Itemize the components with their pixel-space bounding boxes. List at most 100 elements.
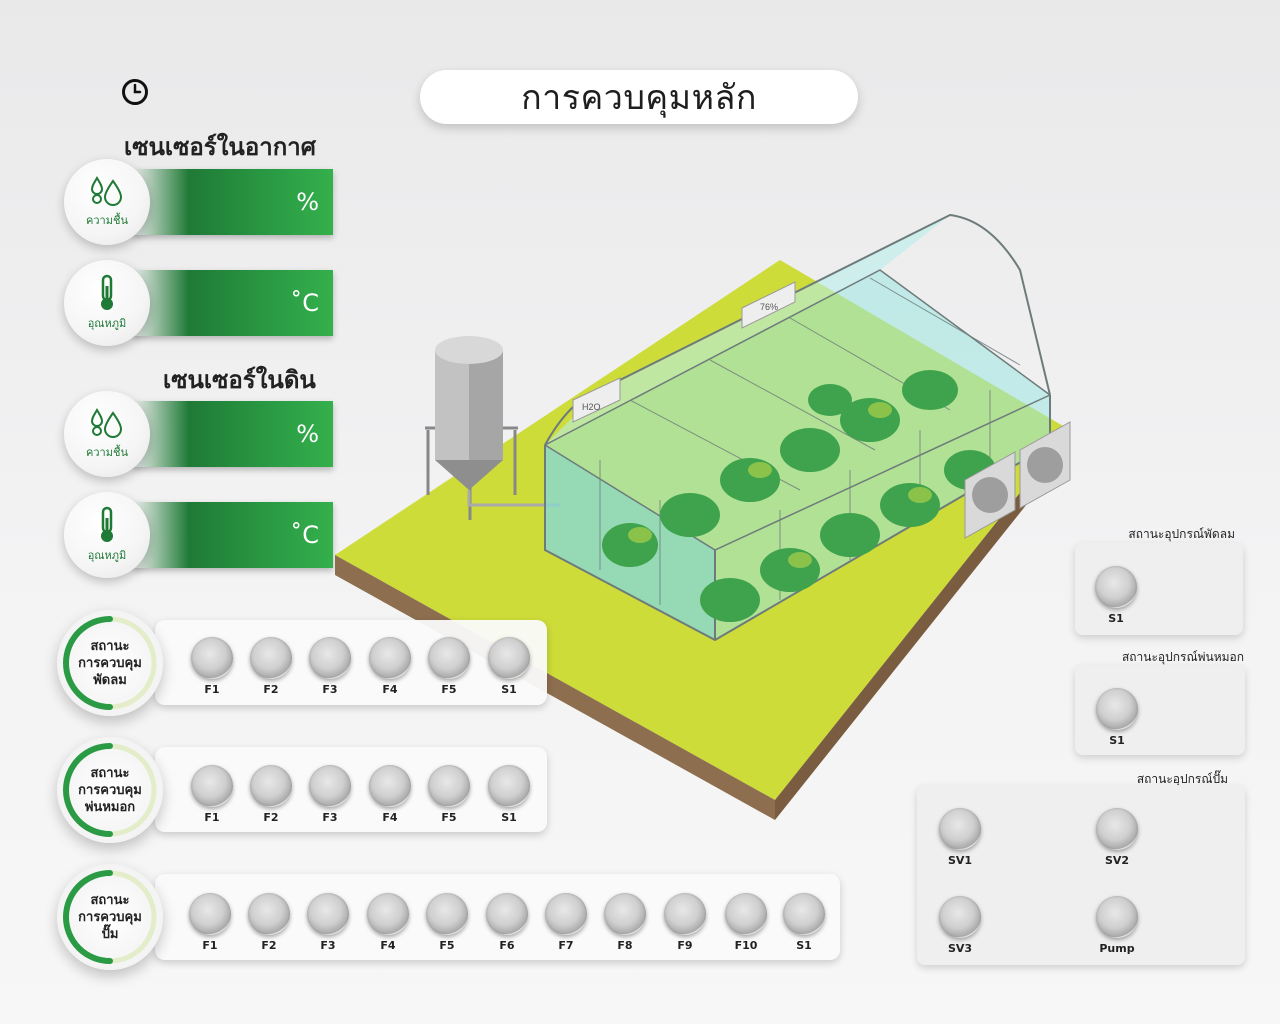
status-light-button[interactable] — [604, 893, 646, 935]
status-light-button[interactable] — [725, 893, 767, 935]
button-label: F1 — [202, 939, 218, 952]
mist-device-s1[interactable]: S1 — [1092, 688, 1142, 747]
soil-humidity-bar: % — [133, 401, 333, 467]
pump-control-f7[interactable]: F7 — [541, 893, 591, 952]
pump-control-f3[interactable]: F3 — [303, 893, 353, 952]
fan-control-f1[interactable]: F1 — [187, 637, 237, 696]
status-light-button[interactable] — [426, 893, 468, 935]
air-temperature-bar: ˚C — [133, 270, 333, 336]
status-light-button[interactable] — [428, 765, 470, 807]
fan-control-status: สถานะ การควบคุม พัดลม — [57, 610, 163, 716]
button-label: Pump — [1099, 942, 1135, 955]
air-temperature-badge: อุณหภูมิ — [64, 260, 150, 346]
button-label: F1 — [204, 811, 220, 824]
status-light-button[interactable] — [367, 893, 409, 935]
fan-status-line3: พัดลม — [93, 672, 127, 688]
air-humidity-bar: % — [133, 169, 333, 235]
water-tank — [425, 336, 560, 520]
pump-control-f10[interactable]: F10 — [721, 893, 771, 952]
svg-text:H2O: H2O — [582, 402, 601, 412]
button-label: F4 — [380, 939, 396, 952]
status-light-button[interactable] — [1095, 566, 1137, 608]
status-light-button[interactable] — [545, 893, 587, 935]
status-light-button[interactable] — [250, 637, 292, 679]
thermometer-icon — [101, 506, 113, 542]
status-light-button[interactable] — [486, 893, 528, 935]
pump-control-s1[interactable]: S1 — [779, 893, 829, 952]
status-light-button[interactable] — [191, 637, 233, 679]
pump-device-sv3[interactable]: SV3 — [935, 896, 985, 955]
status-ring-icon — [63, 616, 157, 710]
pump-status-line1: สถานะ — [90, 892, 130, 908]
page-title: การควบคุมหลัก — [420, 70, 858, 124]
thermometer-icon — [101, 274, 113, 310]
mist-device-title: สถานะอุปกรณ์พ่นหมอก — [1121, 650, 1244, 664]
mist-control-f1[interactable]: F1 — [187, 765, 237, 824]
fan-control-f3[interactable]: F3 — [305, 637, 355, 696]
button-label: F5 — [441, 683, 457, 696]
pump-device-pump[interactable]: Pump — [1092, 896, 1142, 955]
soil-humidity-label: ความชื้น — [86, 446, 128, 459]
fan-control-f5[interactable]: F5 — [424, 637, 474, 696]
pump-device-sv2[interactable]: SV2 — [1092, 808, 1142, 867]
fan-control-s1[interactable]: S1 — [484, 637, 534, 696]
status-light-button[interactable] — [248, 893, 290, 935]
fan-status-line2: การควบคุม — [78, 655, 142, 671]
button-label: F2 — [263, 811, 279, 824]
pump-control-f9[interactable]: F9 — [660, 893, 710, 952]
fan-control-f4[interactable]: F4 — [365, 637, 415, 696]
air-temperature-label: อุณหภูมิ — [87, 317, 127, 330]
pump-control-f1[interactable]: F1 — [185, 893, 235, 952]
button-label: S1 — [501, 811, 517, 824]
status-light-button[interactable] — [488, 765, 530, 807]
status-light-button[interactable] — [1096, 808, 1138, 850]
air-humidity-label: ความชื้น — [86, 214, 128, 227]
status-light-button[interactable] — [369, 637, 411, 679]
pump-control-f8[interactable]: F8 — [600, 893, 650, 952]
mist-control-s1[interactable]: S1 — [484, 765, 534, 824]
status-light-button[interactable] — [664, 893, 706, 935]
button-label: F1 — [204, 683, 220, 696]
soil-humidity-badge: ความชื้น — [64, 391, 150, 477]
status-light-button[interactable] — [939, 896, 981, 938]
status-light-button[interactable] — [309, 765, 351, 807]
soil-temperature-badge: อุณหภูมิ — [64, 492, 150, 578]
status-light-button[interactable] — [1096, 688, 1138, 730]
mist-control-f4[interactable]: F4 — [365, 765, 415, 824]
mist-control-f2[interactable]: F2 — [246, 765, 296, 824]
status-light-button[interactable] — [488, 637, 530, 679]
button-label: S1 — [796, 939, 812, 952]
mist-control-f5[interactable]: F5 — [424, 765, 474, 824]
status-light-button[interactable] — [939, 808, 981, 850]
button-label: F5 — [439, 939, 455, 952]
button-label: F8 — [617, 939, 633, 952]
fan-device-s1[interactable]: S1 — [1091, 566, 1141, 625]
pump-control-f5[interactable]: F5 — [422, 893, 472, 952]
status-light-button[interactable] — [250, 765, 292, 807]
greenhouse-illustration: H2O 76% — [335, 213, 1071, 820]
pump-control-f4[interactable]: F4 — [363, 893, 413, 952]
clock-icon[interactable] — [121, 78, 149, 106]
pump-status-line2: การควบคุม — [78, 909, 142, 925]
greenhouse-body: H2O 76% — [544, 213, 1071, 642]
button-label: F2 — [261, 939, 277, 952]
fan-status-line1: สถานะ — [90, 638, 130, 654]
status-light-button[interactable] — [1096, 896, 1138, 938]
pump-control-f2[interactable]: F2 — [244, 893, 294, 952]
status-ring-icon — [63, 870, 157, 964]
fan-control-f2[interactable]: F2 — [246, 637, 296, 696]
button-label: F5 — [441, 811, 457, 824]
pump-control-f6[interactable]: F6 — [482, 893, 532, 952]
water-drops-icon — [90, 408, 123, 438]
button-label: F4 — [382, 811, 398, 824]
status-light-button[interactable] — [783, 893, 825, 935]
status-light-button[interactable] — [369, 765, 411, 807]
pump-device-sv1[interactable]: SV1 — [935, 808, 985, 867]
status-light-button[interactable] — [428, 637, 470, 679]
status-light-button[interactable] — [189, 893, 231, 935]
button-label: F9 — [677, 939, 693, 952]
status-light-button[interactable] — [191, 765, 233, 807]
mist-control-f3[interactable]: F3 — [305, 765, 355, 824]
status-light-button[interactable] — [309, 637, 351, 679]
status-light-button[interactable] — [307, 893, 349, 935]
